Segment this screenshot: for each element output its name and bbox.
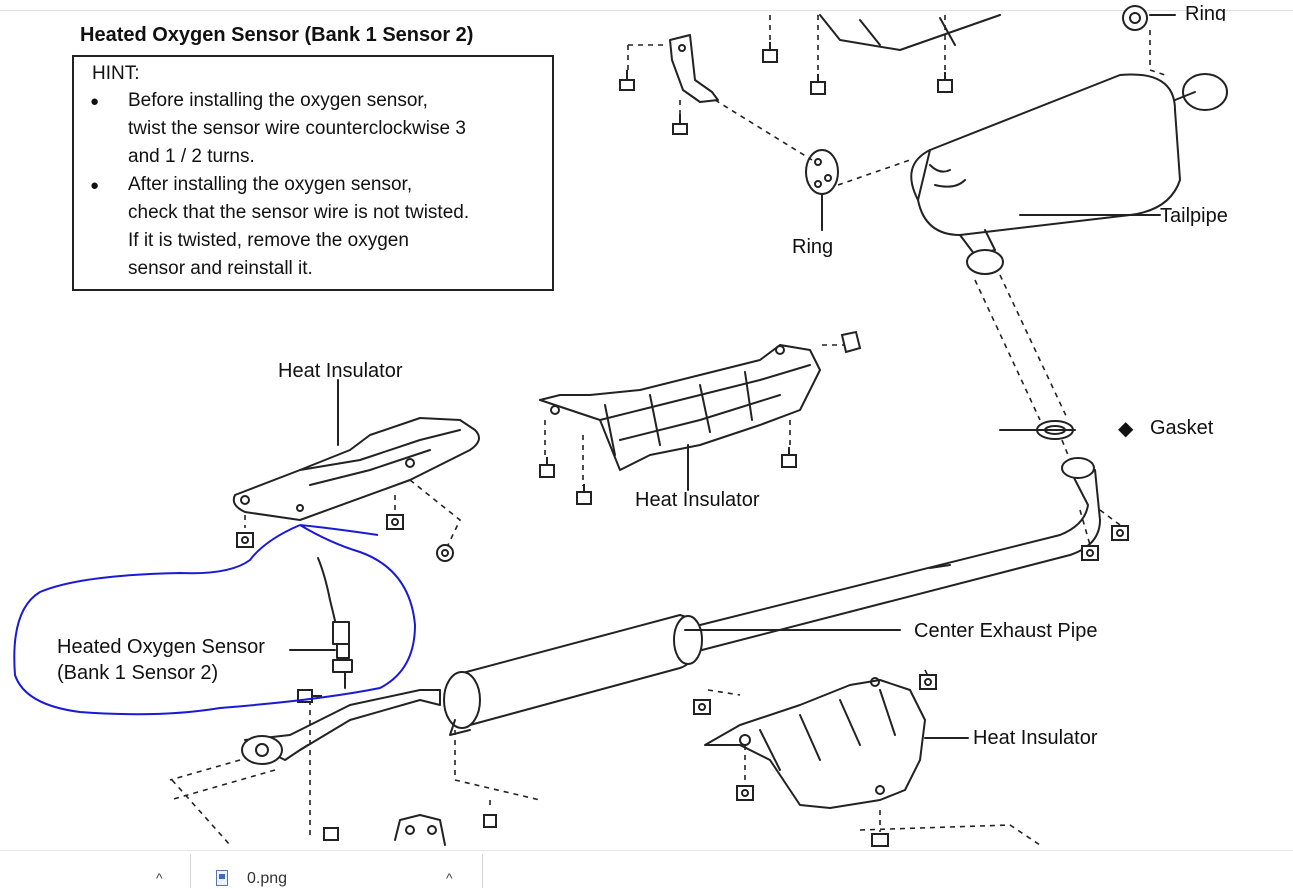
- exhaust-system-diagram: [13, 5, 1228, 847]
- hint-line: Before installing the oxygen sensor,: [128, 90, 428, 111]
- divider: [190, 854, 191, 888]
- annotation-circle: [13, 524, 417, 716]
- bolt: [576, 484, 592, 505]
- label-ring-top: Ring: [1185, 3, 1227, 21]
- bolt: [619, 70, 635, 91]
- hint-title: HINT:: [92, 63, 140, 84]
- center-exhaust-muffler: [443, 457, 1101, 736]
- bullet-icon: ●: [90, 177, 100, 194]
- rubber-ring: [805, 149, 839, 231]
- nut: [736, 785, 754, 801]
- bolt: [539, 457, 555, 478]
- heat-insulator-right-shape: [704, 677, 969, 809]
- divider: [482, 854, 483, 888]
- label-oxygen-sensor-line1: Heated Oxygen Sensor: [57, 636, 265, 658]
- bolt: [781, 447, 797, 468]
- download-file-name[interactable]: 0.png: [247, 870, 288, 887]
- nut: [871, 833, 889, 847]
- chevron-up-icon[interactable]: ^: [156, 870, 163, 886]
- bolt: [672, 114, 688, 135]
- tailpipe-muffler: [910, 73, 1228, 275]
- label-heat-insulator-right: Heat Insulator: [973, 727, 1098, 749]
- hint-line: After installing the oxygen sensor,: [128, 174, 413, 195]
- top-heat-shield: [819, 14, 1001, 51]
- nut: [1081, 545, 1099, 561]
- hint-line: and 1 / 2 turns.: [128, 146, 255, 167]
- window-top-border: [0, 10, 1293, 11]
- oxygen-sensor-shape: [317, 557, 353, 689]
- nut: [693, 699, 711, 715]
- bullet-icon: ●: [90, 93, 100, 110]
- nut: [236, 532, 254, 548]
- hint-line: twist the sensor wire counterclockwise 3: [128, 118, 466, 139]
- label-heat-insulator-left: Heat Insulator: [278, 360, 403, 382]
- label-ring: Ring: [792, 236, 834, 258]
- image-file-icon[interactable]: [216, 870, 228, 886]
- clip: [840, 330, 862, 354]
- bolt: [810, 74, 826, 95]
- bracket: [669, 34, 719, 103]
- download-bar: [0, 850, 1293, 889]
- ring-top-part: [1122, 5, 1176, 31]
- heat-insulator-middle-shape: [539, 344, 821, 491]
- nut: [436, 544, 454, 562]
- bottom-bracket: [394, 814, 446, 846]
- chevron-up-icon[interactable]: ^: [446, 870, 453, 886]
- nut: [386, 514, 404, 530]
- label-heat-insulator-middle: Heat Insulator: [635, 489, 760, 511]
- nut: [919, 674, 937, 690]
- hint-box: HINT: ● Before installing the oxygen sen…: [72, 55, 554, 291]
- front-pipe: [241, 689, 441, 765]
- heat-insulator-left-shape: [232, 379, 480, 521]
- bolt: [323, 827, 339, 841]
- bolt: [483, 814, 497, 828]
- label-gasket: Gasket: [1150, 417, 1214, 439]
- gasket-marker-icon: ◆: [1118, 418, 1134, 440]
- label-center-exhaust-pipe: Center Exhaust Pipe: [914, 620, 1098, 642]
- hint-line: sensor and reinstall it.: [128, 258, 313, 279]
- label-oxygen-sensor-line2: (Bank 1 Sensor 2): [57, 662, 219, 684]
- bolt: [937, 72, 953, 93]
- bolt: [762, 42, 778, 63]
- hint-line: check that the sensor wire is not twiste…: [128, 202, 470, 223]
- label-tailpipe: Tailpipe: [1160, 205, 1228, 227]
- hint-line: If it is twisted, remove the oxygen: [128, 230, 409, 251]
- nut: [1111, 525, 1129, 541]
- diagram-title: Heated Oxygen Sensor (Bank 1 Sensor 2): [80, 24, 474, 46]
